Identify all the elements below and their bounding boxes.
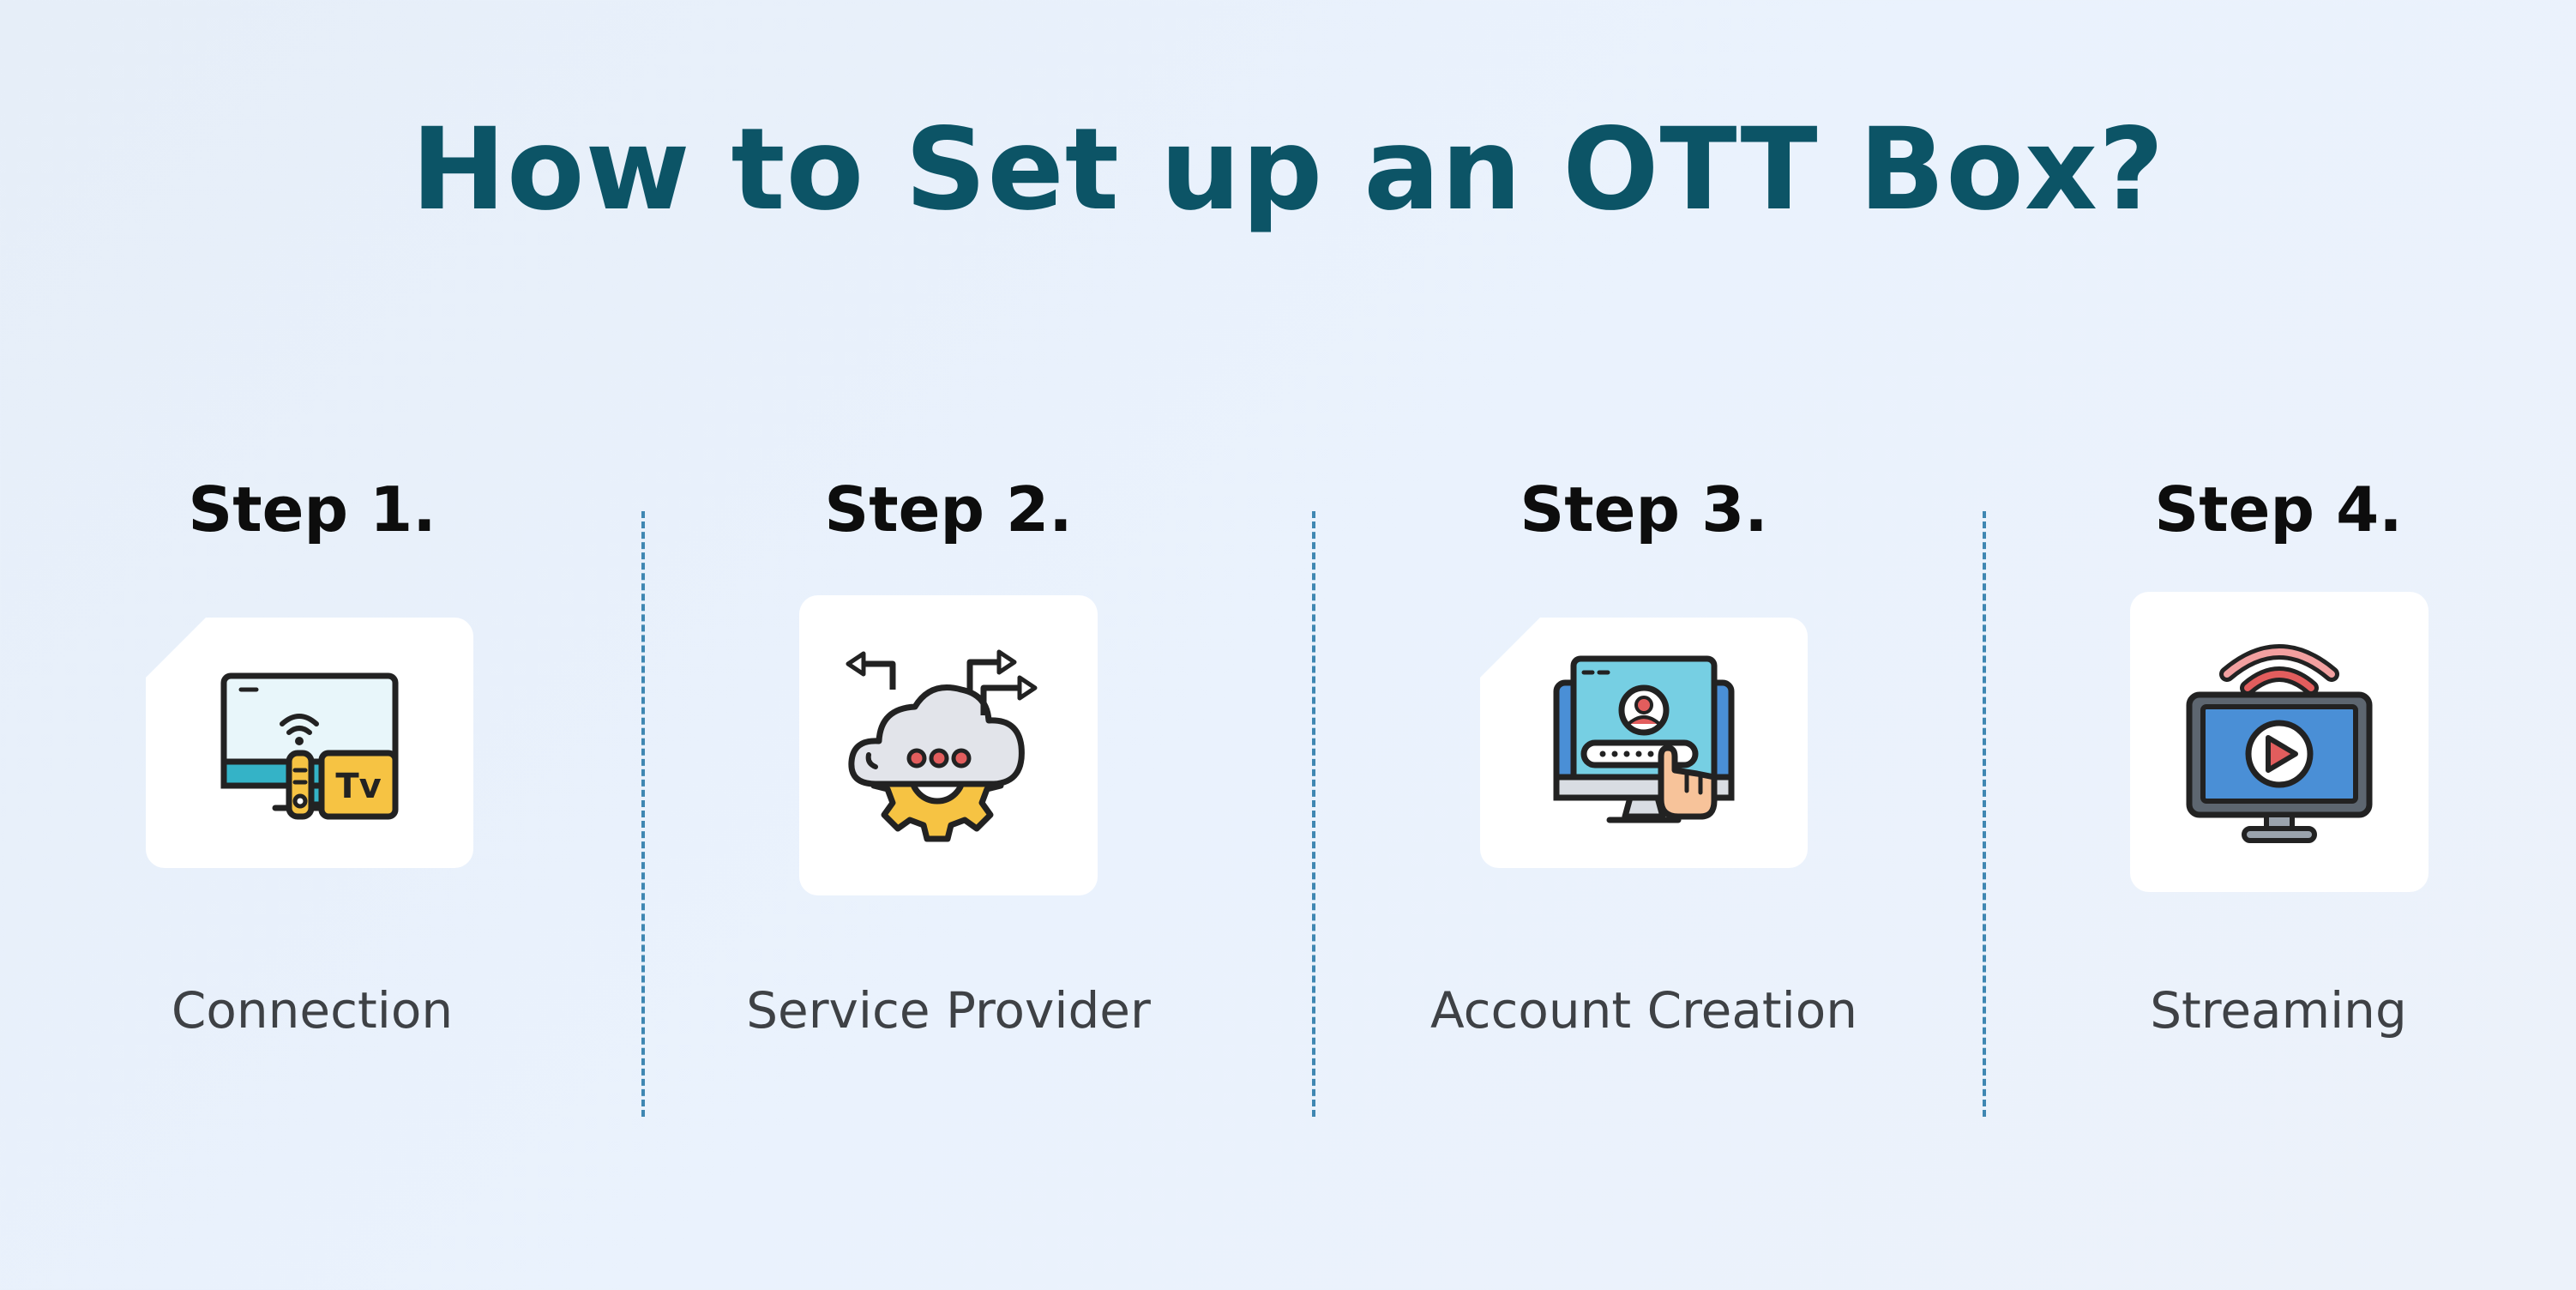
divider-2 xyxy=(1312,511,1315,1117)
step-2-card xyxy=(799,595,1098,895)
streaming-tv-icon xyxy=(2186,644,2373,843)
divider-3 xyxy=(1983,511,1986,1117)
step-2-label: Step 2. xyxy=(824,473,1073,546)
step-4-caption: Streaming xyxy=(2150,981,2407,1040)
svg-text:Tv: Tv xyxy=(335,767,381,806)
step-4-column: Step 4. Streaming xyxy=(1953,0,2576,1290)
step-3-caption: Account Creation xyxy=(1429,981,1857,1040)
step-2-column: Step 2. Service Provider xyxy=(623,0,1274,1290)
page-title: How to Set up an OTT Box? xyxy=(411,104,2165,236)
step-3-card xyxy=(1480,618,1808,868)
step-3-label: Step 3. xyxy=(1520,473,1768,546)
monitor-login-icon xyxy=(1553,655,1735,823)
step-1-column: Step 1. Connection xyxy=(0,0,638,1290)
step-1-card: Tv xyxy=(146,618,473,868)
step-4-card xyxy=(2130,592,2429,892)
step-1-caption: Connection xyxy=(171,981,454,1040)
step-1-label: Step 1. xyxy=(188,473,436,546)
divider-1 xyxy=(641,511,645,1117)
cloud-gear-icon xyxy=(846,649,1038,842)
tv-box-connection-icon: Tv xyxy=(220,672,399,820)
step-4-label: Step 4. xyxy=(2154,473,2403,546)
step-3-column: Step 3. Account Creation xyxy=(1318,0,1970,1290)
step-2-caption: Service Provider xyxy=(746,981,1151,1040)
